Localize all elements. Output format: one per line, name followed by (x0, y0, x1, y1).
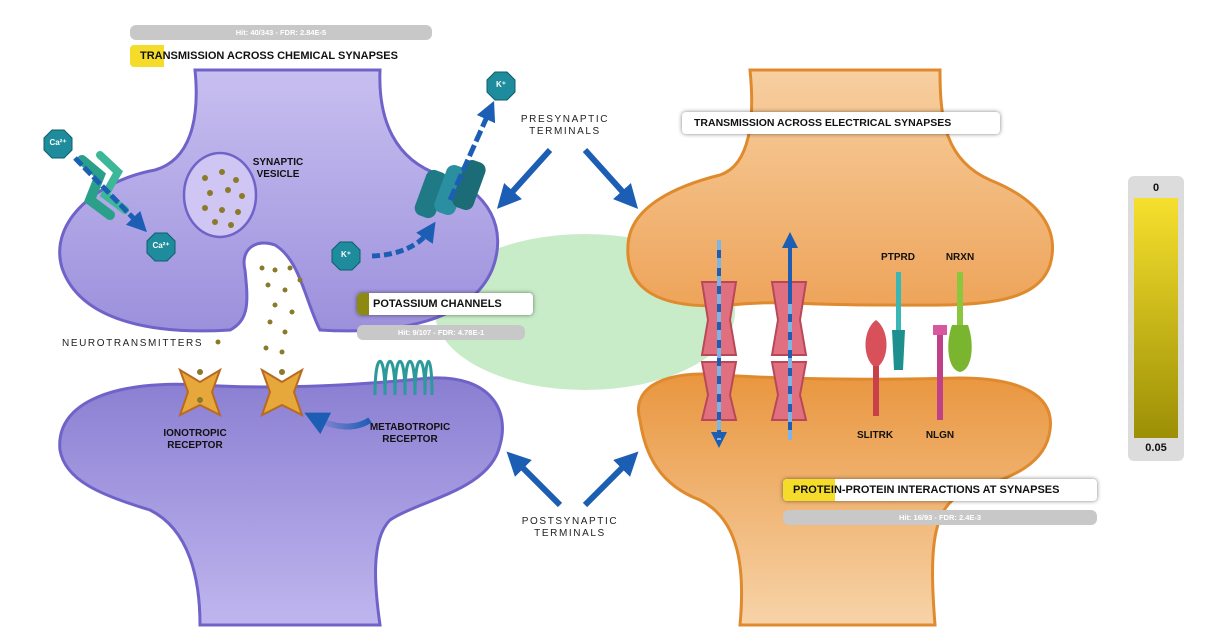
presynaptic-terminals-label: PRESYNAPTIC TERMINALS (510, 114, 620, 138)
ptprd-label: PTPRD (881, 252, 915, 263)
vesicle-contents (202, 169, 245, 228)
legend-top-value: 0 (1152, 182, 1160, 194)
neurotransmitter-particles (215, 265, 303, 355)
ionotropic-line1: IONOTROPIC (163, 428, 227, 439)
slitrk-protein-icon (865, 320, 887, 416)
metabotropic-line2: RECEPTOR (382, 434, 438, 445)
chemical-accent (130, 45, 164, 67)
metabotropic-signal-arrow (304, 412, 372, 435)
presynaptic-arrow-left (496, 147, 553, 209)
nlgn-label: NLGN (925, 430, 955, 441)
calcium-ion-label-top: Ca²⁺ (49, 138, 67, 147)
presynaptic-arrow-right (582, 147, 639, 209)
nrxn-protein-icon (948, 272, 972, 372)
legend-bottom-value: 0.05 (1145, 442, 1167, 454)
chemical-title: TRANSMISSION ACROSS CHEMICAL SYNAPSES (140, 50, 398, 62)
ppi-title: PROTEIN-PROTEIN INTERACTIONS AT SYNAPSES (793, 484, 1060, 496)
chemical-stats: Hit: 40/343 - FDR: 2.84E-5 (130, 25, 432, 40)
potassium-influx-arrow (371, 221, 436, 259)
potassium-title-box[interactable]: POTASSIUM CHANNELS (357, 293, 533, 315)
postsynaptic-terminal-chemical (58, 376, 504, 627)
ppi-accent (783, 479, 835, 501)
slitrk-label: SLITRK (856, 430, 894, 441)
potassium-efflux-arrow (447, 100, 496, 202)
metabotropic-receptor-icon (373, 359, 434, 396)
synaptic-vesicle (182, 151, 258, 239)
electrical-title: TRANSMISSION ACROSS ELECTRICAL SYNAPSES (694, 117, 952, 129)
potassium-stats: Hit: 9/107 - FDR: 4.78E-1 (357, 325, 525, 340)
synaptic-vesicle-label: SYNAPTIC VESICLE (238, 157, 318, 181)
potassium-ion-label-mid: K⁺ (341, 250, 351, 259)
postsynaptic-arrow-left (506, 451, 563, 508)
potassium-accent (357, 293, 369, 315)
ionotropic-receptor-2-icon (260, 367, 304, 417)
ptprd-protein-icon (892, 272, 905, 370)
electrical-title-box[interactable]: TRANSMISSION ACROSS ELECTRICAL SYNAPSES (682, 112, 1000, 134)
chemical-title-box[interactable]: TRANSMISSION ACROSS CHEMICAL SYNAPSES (130, 45, 432, 67)
ppi-stats: Hit: 16/93 - FDR: 2.4E-3 (783, 510, 1097, 525)
fdr-color-legend: 0 0.05 (1128, 176, 1184, 461)
postsynaptic-line2: TERMINALS (534, 528, 606, 539)
calcium-flow-arrow (73, 156, 147, 233)
nrxn-label: NRXN (945, 252, 975, 263)
metabotropic-receptor-label: METABOTROPIC RECEPTOR (360, 422, 460, 446)
postsynaptic-arrow-right (582, 451, 639, 508)
ion-badges (43, 71, 516, 271)
presynaptic-line1: PRESYNAPTIC (520, 114, 610, 125)
synaptic-vesicle-line2: VESICLE (256, 169, 300, 180)
ionotropic-line2: RECEPTOR (167, 440, 223, 451)
postsynaptic-terminals-label: POSTSYNAPTIC TERMINALS (515, 516, 625, 540)
ionotropic-receptor-icon (178, 367, 222, 417)
presynaptic-line2: TERMINALS (529, 126, 601, 137)
metabotropic-line1: METABOTROPIC (369, 422, 451, 433)
potassium-title: POTASSIUM CHANNELS (373, 298, 502, 310)
neurotransmitters-label: NEUROTRANSMITTERS (62, 338, 204, 349)
nlgn-protein-icon (933, 325, 947, 420)
potassium-ion-label-top: K⁺ (496, 80, 506, 89)
synaptic-vesicle-line1: SYNAPTIC (252, 157, 304, 168)
legend-gradient-bar (1134, 198, 1178, 438)
postsynaptic-line1: POSTSYNAPTIC (521, 516, 619, 527)
presynaptic-terminal-electrical (626, 68, 1054, 308)
ionotropic-receptor-label: IONOTROPIC RECEPTOR (150, 428, 240, 452)
calcium-ion-label-bottom: Ca²⁺ (152, 241, 170, 250)
ppi-title-box[interactable]: PROTEIN-PROTEIN INTERACTIONS AT SYNAPSES (783, 479, 1097, 501)
